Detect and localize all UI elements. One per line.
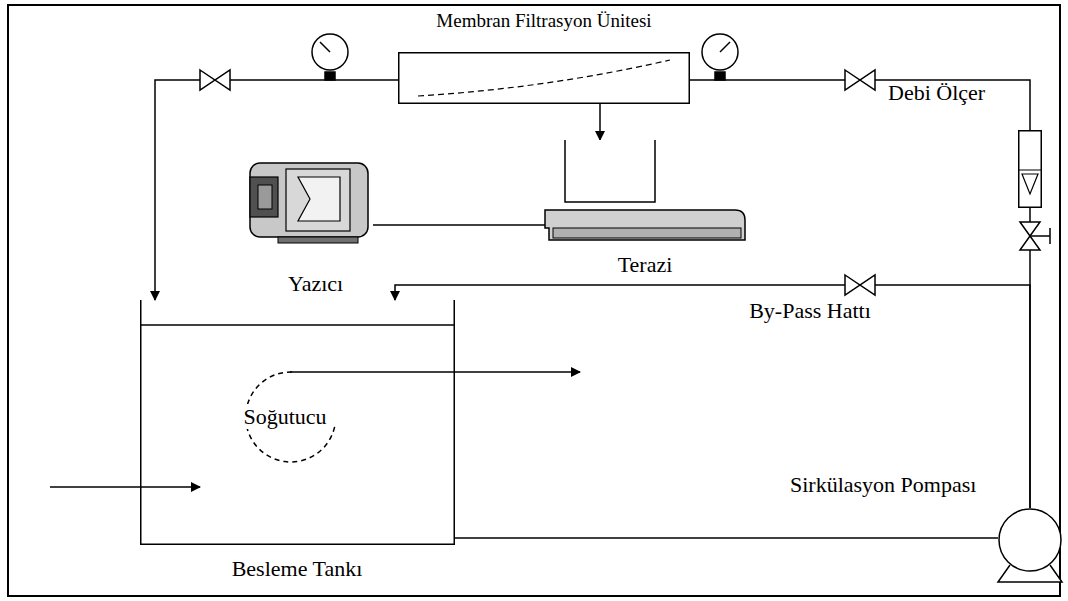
pipe-line: [373, 224, 545, 226]
pipe-line: [455, 537, 998, 539]
circulation-pump-shape: [998, 508, 1062, 572]
pressure-gauge: [312, 34, 348, 80]
balance-scale-shape: [545, 140, 745, 245]
node-label: Sirkülasyon Pompası: [790, 472, 976, 497]
membrane-unit-shape: [398, 52, 690, 104]
printer-icon: Yazıcı: [248, 155, 373, 245]
cooler-symbol: [50, 372, 580, 487]
node-label: Debi Ölçer: [888, 80, 985, 105]
flow-meter: Debi Ölçer: [1018, 130, 1042, 208]
pipe-line: [599, 104, 601, 140]
control-valve-symbol: [1020, 222, 1050, 250]
balance-scale: Terazi: [545, 140, 745, 245]
flow-meter-shape: [1018, 130, 1042, 208]
cooler-label: Soğutucu: [240, 404, 329, 429]
node-label: Terazi: [615, 252, 676, 277]
membrane-unit: Membran Filtrasyon Ünitesi: [398, 52, 690, 104]
valve-symbol: [200, 70, 230, 90]
edge-label: By-Pass Hattı: [746, 298, 874, 323]
node-label: Besleme Tankı: [232, 556, 363, 581]
valve-symbol: [845, 275, 875, 295]
frame-border: [8, 5, 1060, 596]
node-label: Membran Filtrasyon Ünitesi: [436, 10, 651, 32]
circulation-pump: Sirkülasyon Pompası: [998, 508, 1062, 572]
pressure-gauge: [702, 34, 738, 80]
printer-icon-shape: [248, 155, 373, 245]
valve-symbol: [845, 70, 875, 90]
pipe-line: [395, 285, 1030, 508]
pipe-line: [155, 80, 398, 300]
node-label: Yazıcı: [288, 271, 343, 296]
pipe-line: [690, 80, 1030, 130]
